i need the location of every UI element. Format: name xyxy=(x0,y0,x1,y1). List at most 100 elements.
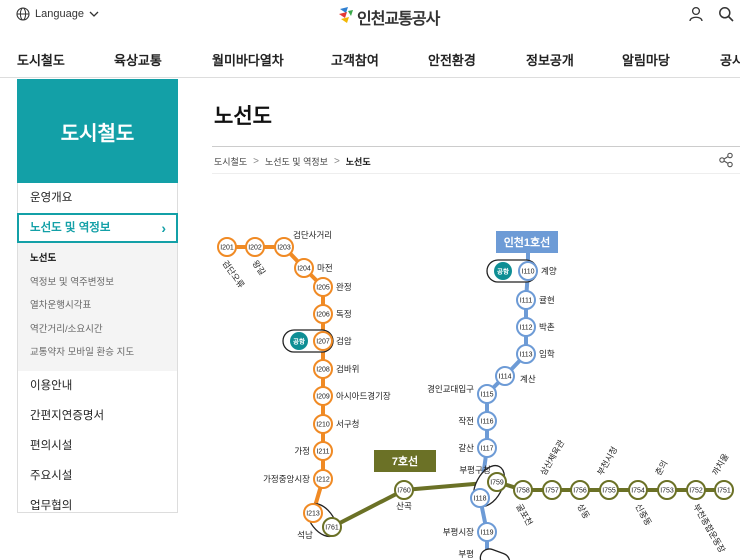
chevron-down-icon xyxy=(89,10,99,18)
gnb-item-ground-transport[interactable]: 육상교통 xyxy=(114,53,162,68)
station-i204[interactable] xyxy=(294,258,314,278)
station-i202[interactable] xyxy=(245,237,265,257)
station-i118[interactable] xyxy=(470,488,490,508)
side-nav-item-cooperation[interactable]: 업무협의 xyxy=(30,499,73,512)
station-code: I207 xyxy=(316,339,330,346)
gnb-item-disclosure[interactable]: 정보공개 xyxy=(526,53,574,68)
station-code: I117 xyxy=(480,446,493,453)
station-i205[interactable] xyxy=(313,277,333,297)
top-bar: Language 인천교통공사 xyxy=(0,0,740,32)
station-code: I110 xyxy=(521,269,534,276)
station-name: 산곡 xyxy=(396,501,412,511)
station-name: 작전 xyxy=(458,416,474,426)
globe-icon xyxy=(16,7,30,21)
station-name: 가정중앙시장 xyxy=(263,474,310,484)
airport-railroad-icon xyxy=(290,332,308,350)
sub-item-accessibility-map[interactable]: 교통약자 모바일 환승 지도 xyxy=(30,347,135,358)
station-code: I212 xyxy=(316,477,330,484)
station-i213[interactable] xyxy=(303,503,323,523)
breadcrumb-item[interactable]: 노선도 및 역정보 xyxy=(264,157,328,167)
station-i117[interactable] xyxy=(477,438,497,458)
station-i751[interactable] xyxy=(714,480,734,500)
station-name: 부평구청 xyxy=(459,465,490,475)
breadcrumb: 도시철도 > 노선도 및 역정보 > 노선도 xyxy=(214,155,371,168)
station-i206[interactable] xyxy=(313,304,333,324)
station-name: 독정 xyxy=(336,309,352,319)
side-nav-item-facilities[interactable]: 편의시설 xyxy=(30,439,73,452)
station-name: 아시아드경기장 xyxy=(336,391,391,401)
station-name: 부천시청 xyxy=(595,445,619,477)
station-i201[interactable] xyxy=(217,237,237,257)
gnb-item-metro[interactable]: 도시철도 xyxy=(17,53,65,68)
station-name: 임학 xyxy=(539,349,555,359)
station-name: 부평 xyxy=(458,549,474,559)
station-i203[interactable] xyxy=(274,237,294,257)
station-i119[interactable] xyxy=(477,522,497,542)
station-i759[interactable] xyxy=(487,472,507,492)
station-i110[interactable] xyxy=(518,261,538,281)
station-i212[interactable] xyxy=(313,469,333,489)
side-nav-item-overview[interactable]: 운영개요 xyxy=(30,192,73,204)
station-i755[interactable] xyxy=(599,480,619,500)
station-i211[interactable] xyxy=(313,441,333,461)
side-nav-item-route-map[interactable]: 노선도 및 역정보 › xyxy=(17,213,178,243)
station-i210[interactable] xyxy=(313,414,333,434)
side-nav-item-guide[interactable]: 이용안내 xyxy=(30,379,73,392)
line1-badge[interactable] xyxy=(496,231,558,253)
sub-item-station-info[interactable]: 역정보 및 역주변정보 xyxy=(30,276,114,288)
station-code: I204 xyxy=(297,266,311,273)
sub-item-distance[interactable]: 역간거리/소요시간 xyxy=(30,323,103,335)
station-i112[interactable] xyxy=(516,317,536,337)
logo-text: 인천교통공사 xyxy=(357,11,440,28)
side-nav-item-delay-cert[interactable]: 간편지연증명서 xyxy=(30,409,105,422)
station-code: I118 xyxy=(473,496,486,503)
language-selector[interactable]: Language xyxy=(16,7,99,21)
station-code: I208 xyxy=(316,367,330,374)
station-i209[interactable] xyxy=(313,386,333,406)
station-i207[interactable] xyxy=(313,331,333,351)
station-i754[interactable] xyxy=(628,480,648,500)
transfer-bupyeong[interactable] xyxy=(478,546,512,560)
station-name: 부평시장 xyxy=(443,527,474,537)
site-logo[interactable]: 인천교통공사 xyxy=(338,5,440,29)
station-i115[interactable] xyxy=(477,384,497,404)
station-code: I205 xyxy=(316,285,330,292)
gnb-item-notice[interactable]: 알림마당 xyxy=(622,53,670,68)
station-code: I751 xyxy=(717,488,731,495)
station-i208[interactable] xyxy=(313,359,333,379)
station-i113[interactable] xyxy=(516,344,536,364)
station-name: 왕길 xyxy=(250,258,267,277)
station-code: I115 xyxy=(480,392,493,399)
station-i116[interactable] xyxy=(477,411,497,431)
share-icon[interactable] xyxy=(718,152,734,173)
station-i753[interactable] xyxy=(657,480,677,500)
gnb-item-wolmi-train[interactable]: 월미바다열차 xyxy=(212,53,284,68)
sub-item-route-map[interactable]: 노선도 xyxy=(30,253,57,264)
station-i760[interactable] xyxy=(394,480,414,500)
station-i761[interactable] xyxy=(322,517,342,537)
user-icon[interactable] xyxy=(688,6,704,27)
side-nav-item-major-facilities[interactable]: 주요시설 xyxy=(30,469,73,482)
station-name: 신중동 xyxy=(633,502,653,527)
station-i752[interactable] xyxy=(686,480,706,500)
station-i114[interactable] xyxy=(495,366,515,386)
station-i756[interactable] xyxy=(570,480,590,500)
breadcrumb-bar: 도시철도 > 노선도 및 역정보 > 노선도 xyxy=(212,146,740,174)
side-nav-title-box: 도시철도 xyxy=(17,79,178,183)
search-icon[interactable] xyxy=(718,6,734,27)
sub-item-timetable[interactable]: 열차운행시각표 xyxy=(30,300,92,311)
station-code: I758 xyxy=(516,488,530,495)
side-nav-item-label: 노선도 및 역정보 xyxy=(30,222,111,234)
station-i758[interactable] xyxy=(513,480,533,500)
line7-badge[interactable] xyxy=(374,450,436,472)
side-nav-title: 도시철도 xyxy=(60,122,135,145)
breadcrumb-item[interactable]: 도시철도 xyxy=(214,157,248,167)
station-i111[interactable] xyxy=(516,290,536,310)
gnb-item-safety[interactable]: 안전환경 xyxy=(428,53,476,68)
station-i757[interactable] xyxy=(542,480,562,500)
gnb-item-customer[interactable]: 고객참여 xyxy=(331,53,379,68)
station-code: I759 xyxy=(490,480,504,487)
station-code: I756 xyxy=(573,488,587,495)
gnb-item-announce[interactable]: 공시 xyxy=(720,53,740,68)
